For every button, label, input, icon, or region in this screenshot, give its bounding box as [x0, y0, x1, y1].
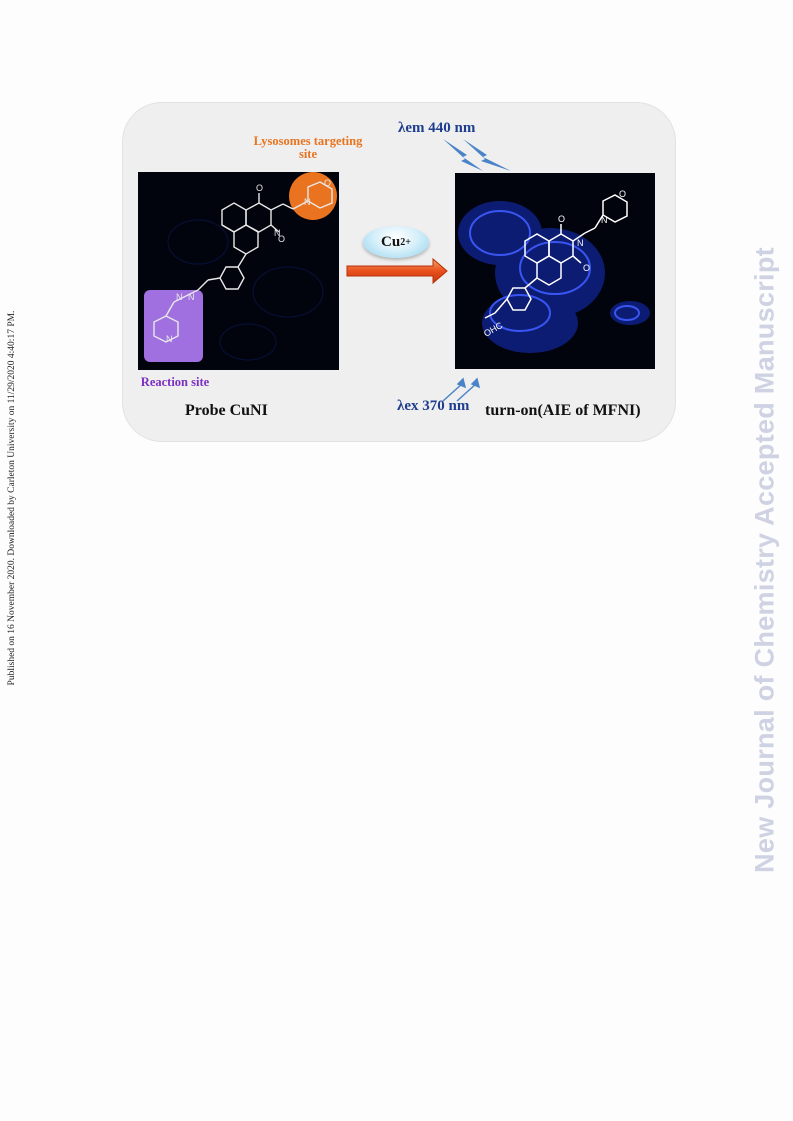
- reagent-charge: 2+: [400, 236, 411, 248]
- product-label: turn-on(AIE of MFNI): [485, 402, 641, 419]
- emission-label: λem 440 nm: [398, 120, 476, 136]
- publication-note-text: Published on 16 November 2020. Downloade…: [7, 310, 17, 686]
- reaction-arrow: [346, 257, 448, 285]
- emission-lightning-icon: [443, 139, 511, 171]
- svg-text:N: N: [188, 292, 195, 302]
- product-micrograph: O N O N O OHC: [455, 173, 655, 369]
- svg-text:N: N: [601, 215, 608, 225]
- probe-structure: O N O N O N N N: [144, 172, 337, 362]
- svg-text:O: O: [278, 234, 285, 244]
- svg-text:N: N: [274, 228, 281, 238]
- excitation-label: λex 370 nm: [397, 398, 470, 414]
- probe-label: Probe CuNI: [185, 402, 268, 419]
- svg-text:N: N: [176, 292, 183, 302]
- svg-text:O: O: [558, 214, 565, 224]
- svg-text:N: N: [166, 334, 173, 344]
- graphical-abstract: O N O N O N N N: [122, 102, 676, 442]
- probe-micrograph: O N O N O N N N: [138, 172, 339, 370]
- reaction-site-label: Reaction site: [140, 375, 210, 389]
- svg-text:N: N: [304, 197, 311, 207]
- svg-text:O: O: [256, 183, 263, 193]
- svg-text:O: O: [619, 189, 626, 199]
- reaction-site-marker: [144, 290, 203, 362]
- watermark-text: New Journal of Chemistry Accepted Manusc…: [749, 247, 780, 873]
- svg-text:O: O: [583, 263, 590, 273]
- product-structure: O N O N O OHC: [458, 189, 650, 353]
- targeting-site-marker: [289, 172, 337, 220]
- reagent-symbol: Cu: [381, 233, 401, 250]
- lysosome-label: Lysosomes targeting site: [253, 134, 363, 161]
- svg-text:N: N: [577, 238, 584, 248]
- svg-text:O: O: [324, 178, 331, 188]
- excitation-arrows-icon: [442, 377, 481, 402]
